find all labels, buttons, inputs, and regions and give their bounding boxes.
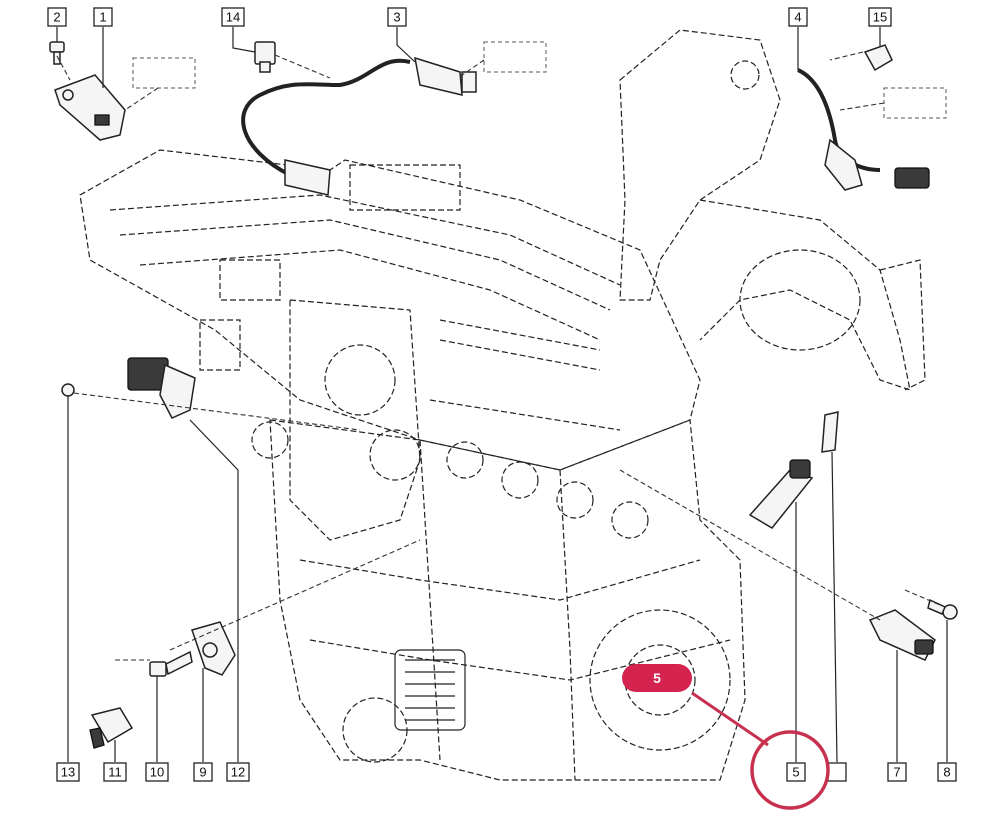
callout-13: 13 [56,762,80,782]
sensor-1 [54,74,126,141]
svg-text:8: 8 [943,765,950,780]
bolt-8 [927,598,958,620]
oxygen-sensor-3 [241,56,477,196]
callout-9: 9 [193,762,213,782]
bolt-10 [149,650,193,677]
reference-box-3 [483,41,547,73]
callout-4: 4 [788,7,808,27]
callout-5: 5 [786,762,806,782]
highlight-annotation: 5 [622,664,830,810]
callout-14: 14 [221,7,245,27]
reference-box-4 [883,87,947,119]
highlight-badge: 5 [622,664,692,692]
reference-box-1 [132,57,196,89]
assembly-lines [56,51,941,661]
sensor-12 [127,357,196,419]
bolt-6 [821,411,839,453]
svg-text:12: 12 [231,765,245,780]
clip-15 [863,44,893,72]
callout-11: 11 [103,762,127,782]
callout-1: 1 [93,7,113,27]
callout-12: 12 [226,762,250,782]
svg-text:2: 2 [53,10,60,25]
svg-text:4: 4 [794,10,801,25]
callout-2: 2 [47,7,67,27]
highlight-ring [750,730,830,810]
callout-7: 7 [887,762,907,782]
engine-block [79,29,926,781]
callout-6 [827,762,847,782]
callout-10: 10 [145,762,169,782]
connector-14 [254,41,276,73]
svg-text:1: 1 [99,10,106,25]
leader-lines [56,27,948,763]
pressure-switch-11 [89,707,134,749]
svg-text:5: 5 [653,670,661,686]
svg-text:11: 11 [108,765,122,780]
sensor-5 [748,459,814,529]
callout-15: 15 [868,7,892,27]
svg-text:7: 7 [893,765,900,780]
callout-3: 3 [387,7,407,27]
svg-text:9: 9 [199,765,206,780]
svg-text:13: 13 [61,765,75,780]
bolt-2 [49,41,65,65]
svg-text:5: 5 [792,765,799,780]
sensor-7 [868,609,936,661]
svg-text:14: 14 [226,10,240,25]
bolt-13 [61,383,75,397]
svg-text:3: 3 [393,10,400,25]
callout-8: 8 [937,762,957,782]
svg-text:15: 15 [873,10,887,25]
svg-text:10: 10 [150,765,164,780]
knock-sensor-9 [191,621,236,676]
oxygen-sensor-4 [797,68,930,191]
